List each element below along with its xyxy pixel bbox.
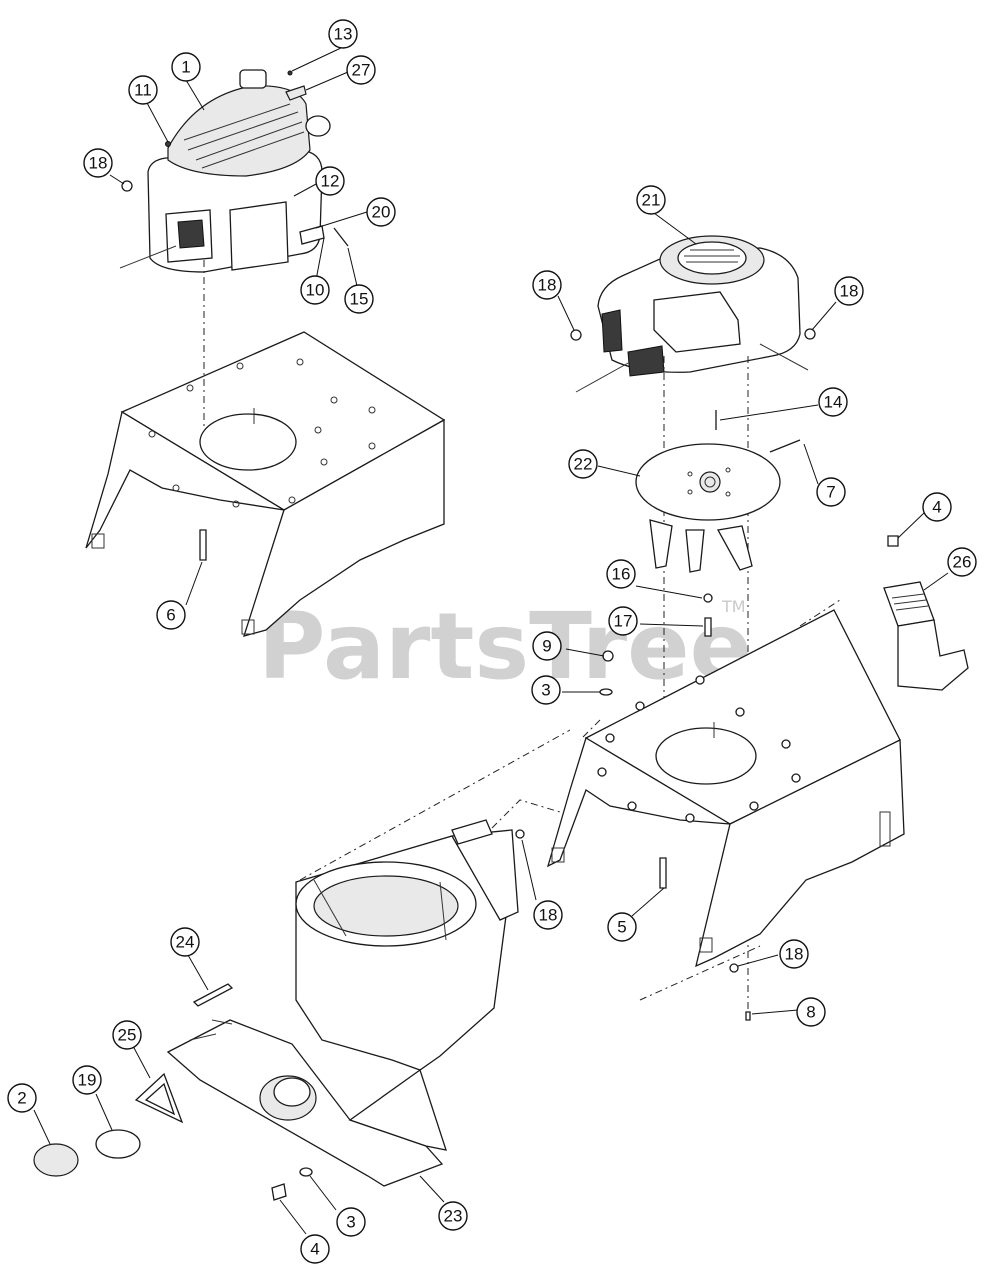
washer-16: [703, 593, 713, 603]
svg-text:21: 21: [642, 191, 661, 210]
pin-8: [745, 1011, 751, 1021]
bolt-6: [199, 529, 207, 561]
callout-16: 16: [606, 559, 636, 589]
callout-8: 8: [796, 997, 826, 1027]
clamp-19: [95, 1129, 141, 1159]
nut-9: [602, 650, 614, 662]
svg-text:3: 3: [346, 1213, 355, 1232]
bolt-5: [659, 857, 667, 889]
callout-1: 1: [171, 52, 201, 82]
callout-12: 12: [315, 166, 345, 196]
callout-18-blower: 18: [533, 900, 563, 930]
blower-tab: [451, 819, 493, 845]
callout-15: 15: [344, 284, 374, 314]
callout-17: 17: [608, 606, 638, 636]
svg-text:11: 11: [134, 81, 152, 100]
callout-23: 23: [438, 1201, 468, 1231]
svg-text:22: 22: [574, 455, 593, 474]
callout-11: 11: [128, 75, 158, 105]
callout-26: 26: [947, 547, 977, 577]
bolt-17: [704, 617, 712, 637]
callout-5: 5: [607, 912, 637, 942]
callout-20: 20: [366, 197, 396, 227]
washer-3-top: [599, 688, 613, 696]
svg-text:7: 7: [826, 483, 835, 502]
engine-left-hardware: [121, 70, 349, 247]
callout-21: 21: [636, 185, 666, 215]
callout-18-deck-right: 18: [779, 939, 809, 969]
svg-text:20: 20: [372, 203, 391, 222]
callout-3-blower: 3: [336, 1207, 366, 1237]
impeller: [635, 439, 801, 573]
callout-10: 10: [300, 275, 330, 305]
svg-text:17: 17: [614, 612, 633, 631]
watermark-tm: TM: [721, 597, 746, 616]
svg-text:10: 10: [306, 281, 325, 300]
svg-text:13: 13: [334, 25, 353, 44]
main-deck: [546, 609, 905, 968]
blower-housing: [166, 829, 519, 1187]
svg-text:3: 3: [541, 681, 550, 700]
callout-24: 24: [170, 927, 200, 957]
callout-13: 13: [328, 19, 358, 49]
plate-24: [192, 983, 234, 1007]
callout-3-deck: 3: [531, 675, 561, 705]
callout-9: 9: [532, 631, 562, 661]
callout-18-engine-right-left: 18: [532, 270, 562, 300]
callout-18-engine-left: 18: [83, 148, 113, 178]
callout-14: 14: [818, 387, 848, 417]
bracket-25: [134, 1072, 184, 1124]
svg-text:24: 24: [176, 933, 195, 952]
svg-text:2: 2: [17, 1089, 26, 1108]
svg-text:6: 6: [166, 606, 175, 625]
svg-text:27: 27: [352, 61, 371, 80]
callout-4-bracket: 4: [922, 492, 952, 522]
nut-18-right: [804, 328, 816, 340]
callout-6: 6: [156, 600, 186, 630]
svg-text:4: 4: [310, 1240, 319, 1259]
svg-text:26: 26: [953, 553, 972, 572]
nut-18-blower: [515, 829, 525, 839]
assembly-guides: [299, 599, 841, 1001]
callout-19: 19: [72, 1065, 102, 1095]
svg-text:18: 18: [840, 282, 859, 301]
svg-text:25: 25: [118, 1026, 137, 1045]
bolt-4-top: [887, 535, 899, 547]
svg-text:5: 5: [617, 918, 626, 937]
callout-25: 25: [112, 1020, 142, 1050]
watermark: PartsTree TM: [258, 593, 752, 700]
callout-27: 27: [346, 55, 376, 85]
bracket-26: [883, 581, 969, 691]
svg-text:15: 15: [350, 290, 369, 309]
svg-text:4: 4: [932, 498, 941, 517]
nut-18-left: [570, 329, 582, 341]
svg-text:18: 18: [89, 154, 108, 173]
watermark-text: PartsTree: [258, 593, 752, 700]
svg-text:18: 18: [539, 906, 558, 925]
callout-7: 7: [816, 477, 846, 507]
callout-4-blower: 4: [300, 1234, 330, 1264]
washer-3-bottom: [299, 1167, 313, 1177]
nut-18-lower-right: [729, 963, 739, 973]
engine-right: [575, 235, 809, 393]
svg-text:1: 1: [181, 58, 190, 77]
svg-text:8: 8: [806, 1003, 815, 1022]
svg-text:23: 23: [444, 1207, 463, 1226]
svg-text:18: 18: [538, 276, 557, 295]
callout-2: 2: [7, 1083, 37, 1113]
cap-2: [33, 1143, 79, 1177]
callout-18-engine-right-right: 18: [834, 276, 864, 306]
leader-lines: [33, 46, 949, 1235]
svg-text:18: 18: [785, 945, 804, 964]
bolt-4-bottom: [271, 1183, 287, 1201]
callout-22: 22: [568, 449, 598, 479]
upper-left-deck: [85, 331, 446, 637]
svg-text:19: 19: [78, 1071, 97, 1090]
svg-text:12: 12: [321, 172, 340, 191]
svg-text:14: 14: [824, 393, 843, 412]
svg-text:16: 16: [612, 565, 631, 584]
svg-text:9: 9: [542, 637, 551, 656]
